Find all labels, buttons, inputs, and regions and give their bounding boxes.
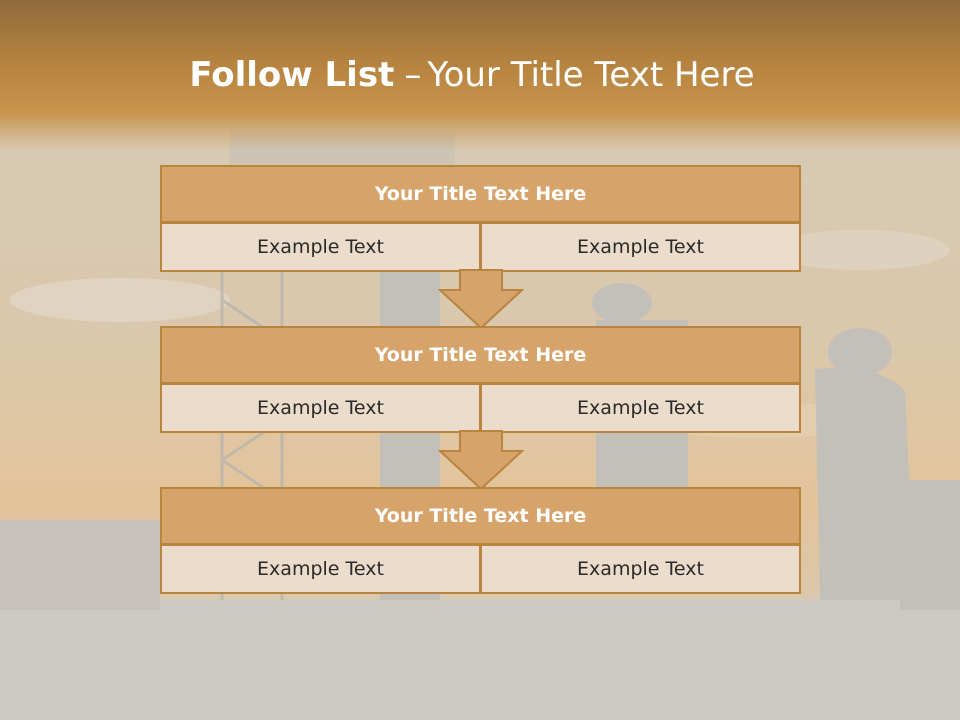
down-arrow-icon: [438, 430, 524, 491]
title-rest: Your Title Text Here: [427, 55, 755, 95]
block-cell-right: Example Text: [480, 544, 801, 594]
block-title: Your Title Text Here: [160, 326, 801, 384]
block-cell-left: Example Text: [160, 383, 481, 433]
block-cell-right: Example Text: [480, 222, 801, 272]
title-band: [0, 0, 960, 150]
list-block-3: Your Title Text Here Example Text Exampl…: [160, 487, 801, 594]
block-cell-left: Example Text: [160, 544, 481, 594]
block-cell-right: Example Text: [480, 383, 801, 433]
list-block-2: Your Title Text Here Example Text Exampl…: [160, 326, 801, 433]
down-arrow-icon: [438, 269, 524, 330]
block-cell-left: Example Text: [160, 222, 481, 272]
slide-title: Follow List–Your Title Text Here: [0, 52, 944, 98]
title-dash: –: [404, 55, 422, 95]
block-title: Your Title Text Here: [160, 487, 801, 545]
list-block-1: Your Title Text Here Example Text Exampl…: [160, 165, 801, 272]
title-bold-part: Follow List: [189, 55, 395, 95]
block-title: Your Title Text Here: [160, 165, 801, 223]
